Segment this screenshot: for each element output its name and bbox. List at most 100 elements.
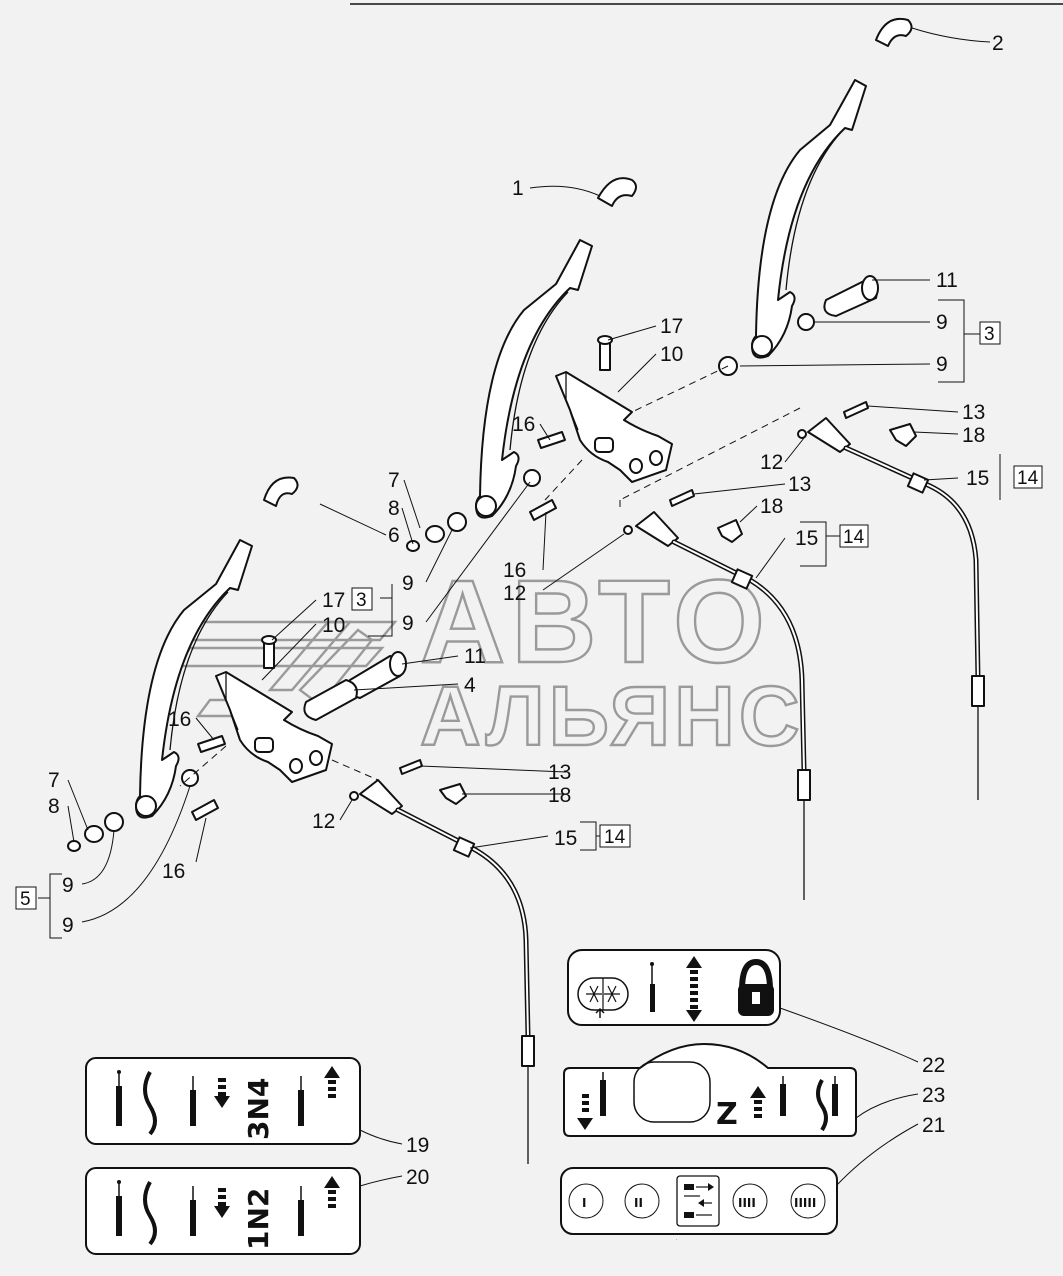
clips-18 [439,423,917,805]
callout-19: 19 [406,1134,429,1157]
watermark: АВТО АЛЬЯНС [175,555,804,764]
lever-up-icon [780,1076,786,1116]
lever-up-icon [298,1066,340,1126]
leader-lines [67,27,991,1187]
lever-icon [116,1180,122,1236]
callout-9: 9 [936,353,948,376]
up-down-arrow-icon [686,956,702,1022]
lever-up-icon [298,1176,340,1236]
callout-15: 15 [554,827,577,850]
callout-8: 8 [388,497,400,520]
callout-15: 15 [795,527,818,550]
callout-13: 13 [962,401,985,424]
boxed-ref-14: 14 [604,827,626,848]
callout-22: 22 [922,1054,945,1077]
decal-z-mark: Z [716,1097,738,1132]
callout-7: 7 [48,769,60,792]
callout-23: 23 [922,1084,945,1107]
callout-labels: 1 2 11 9 9 17 10 16 13 18 12 15 7 8 6 13… [48,32,1004,1189]
lock-icon [738,958,774,1016]
bolts [191,335,869,821]
callout-16: 16 [512,413,535,436]
lever-right [751,79,867,359]
callout-17: 17 [322,589,345,612]
callout-13: 13 [788,473,811,496]
boxed-references: 3 14 14 3 14 5 [15,321,1043,910]
speed-icon-3: IIII [732,1183,768,1219]
callout-12: 12 [503,582,526,605]
callout-16: 16 [162,860,185,883]
speed-icon-2: II [624,1183,660,1219]
decal-gear-high: 3N4 [242,1078,275,1140]
pin-4 [303,679,358,721]
callout-20: 20 [406,1166,429,1189]
callout-16: 16 [168,708,191,731]
callout-9: 9 [62,874,74,897]
callout-4: 4 [464,674,476,697]
callout-18: 18 [548,784,571,807]
callout-2: 2 [992,32,1004,55]
decal-22 [567,949,781,1026]
decal-23: Z [563,1042,857,1137]
svg-text:IIIII: IIIII [794,1196,816,1210]
callout-12: 12 [312,810,335,833]
callout-9: 9 [402,572,414,595]
watermark-line2: АЛЬЯНС [420,669,804,763]
decal-19: 3N4 [85,1057,361,1145]
svg-text:I: I [582,1196,586,1210]
boxed-ref-5: 5 [20,889,31,910]
decal-20: 1N2 [85,1167,361,1255]
callout-9: 9 [62,914,74,937]
boxed-ref-14: 14 [1017,468,1039,489]
callout-10: 10 [660,343,683,366]
cable-middle [623,511,811,900]
lever-down-icon [577,1072,606,1130]
lever-down-icon [190,1076,230,1126]
range-shift-icon [676,1175,720,1227]
callout-9: 9 [402,612,414,635]
float-wave-icon [143,1181,157,1246]
callout-16: 16 [503,559,526,582]
pin-11-upper [823,275,879,317]
callout-9: 9 [936,311,948,334]
lever-icon [116,1070,122,1126]
watermark-line1: АВТО [420,556,771,688]
alignment-lines [179,365,801,787]
callout-18: 18 [760,495,783,518]
decal-gear-low: 1N2 [242,1188,275,1250]
svg-text:IIII: IIII [738,1196,756,1210]
callout-17: 17 [660,315,683,338]
callout-7: 7 [388,469,400,492]
group-brackets [38,299,1001,939]
lever-icon [650,962,655,1012]
callout-6: 6 [388,524,400,547]
boxed-ref-3: 3 [356,590,367,611]
grip-part-6 [263,476,299,507]
callout-11: 11 [464,645,486,668]
boxed-ref-14: 14 [843,527,865,548]
grip-part-2 [875,18,913,47]
grip-part-1 [597,177,637,207]
lever-middle [475,239,593,519]
float-wave-icon [143,1071,157,1136]
speed-icon-4: IIIII [790,1183,826,1219]
lever-down-icon [190,1186,230,1236]
svg-text:II: II [634,1196,643,1210]
callout-12: 12 [760,451,783,474]
decal-21: I II IIII IIIII [560,1167,838,1235]
callout-8: 8 [48,795,60,818]
callout-1: 1 [512,177,524,200]
callout-13: 13 [548,761,571,784]
callout-18: 18 [962,424,985,447]
boxed-ref-3: 3 [984,324,995,345]
callout-10: 10 [322,614,345,637]
callout-11: 11 [936,269,958,292]
callout-15: 15 [966,467,989,490]
lever-float-icon [816,1076,838,1132]
lever-left [135,539,253,819]
pto-icon [577,977,629,1018]
watermark-logo [175,620,398,718]
cable-lower [349,779,535,1164]
bracket-upper [555,371,673,483]
